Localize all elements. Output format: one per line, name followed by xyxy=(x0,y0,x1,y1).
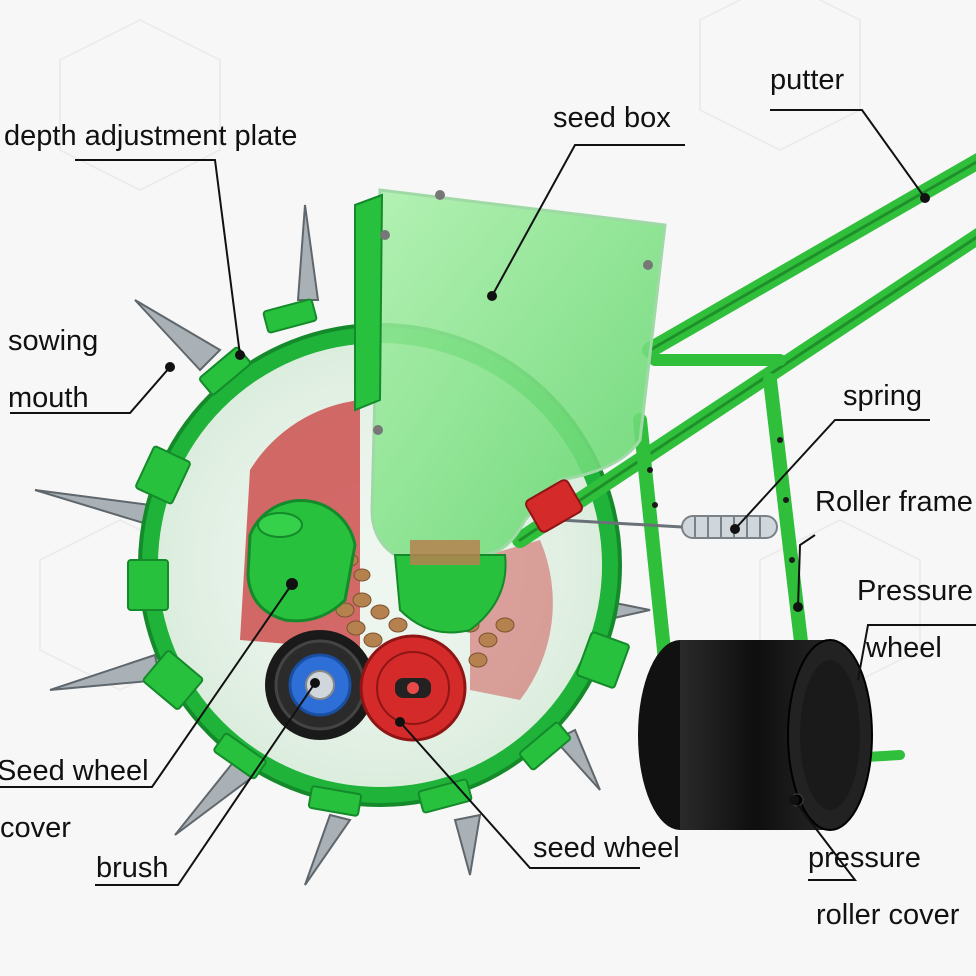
leader-lines xyxy=(0,109,976,886)
label-pressure-wheel-line2: wheel xyxy=(866,632,942,664)
label-roller-frame: Roller frame xyxy=(815,486,973,518)
label-seed-wheel-cover-line1: Seed wheel xyxy=(0,755,149,787)
label-mouth: mouth xyxy=(8,382,89,414)
label-pressure-wheel-line1: Pressure xyxy=(857,575,974,607)
label-seed-box: seed box xyxy=(553,102,671,134)
label-pressure-roller-cover-line2: roller cover xyxy=(816,899,960,931)
label-seed-wheel: seed wheel xyxy=(533,832,680,864)
label-spring: spring xyxy=(843,380,922,412)
label-sowing: sowing xyxy=(8,325,99,357)
seed-box-part xyxy=(354,188,667,634)
label-seed-wheel-cover-line2: cover xyxy=(0,812,71,844)
handle-clamp xyxy=(525,479,583,533)
spring-part xyxy=(559,515,778,539)
label-depth-adjustment-plate: depth adjustment plate xyxy=(4,120,298,152)
label-pressure-roller-cover-line1: pressure xyxy=(808,842,921,874)
seed-wheel-part xyxy=(359,634,467,742)
seed-wheel-cover-part xyxy=(246,499,357,623)
pressure-roller xyxy=(638,639,873,831)
brush-part xyxy=(265,630,375,740)
label-brush: brush xyxy=(96,852,169,884)
putter-handle xyxy=(512,153,976,548)
label-putter: putter xyxy=(770,64,845,96)
